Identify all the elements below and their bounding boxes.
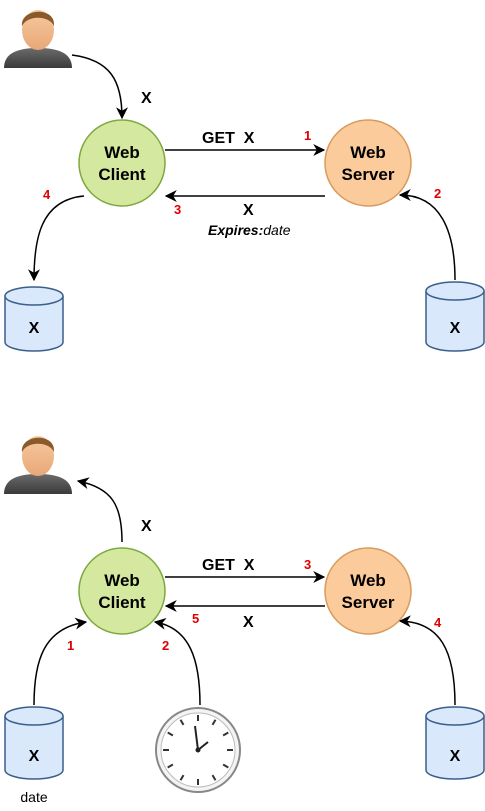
client-to-user-arrow bbox=[76, 477, 123, 543]
web-server-line2: Server bbox=[342, 165, 395, 184]
client-cache-date-caption: date bbox=[20, 789, 47, 805]
web-client-line2: Client bbox=[98, 165, 146, 184]
web-client-line2: Client bbox=[98, 593, 146, 612]
user-icon bbox=[4, 10, 72, 68]
step-5-response: 5 bbox=[192, 611, 199, 626]
step-2-clock-check: 2 bbox=[162, 638, 169, 653]
client-to-cache-arrow bbox=[28, 195, 85, 282]
clock-to-client-arrow bbox=[153, 617, 201, 706]
step-2-server-read: 2 bbox=[434, 186, 441, 201]
diagram-bottom: X Web Client Web Server GET X 3 X 5 1 2 bbox=[4, 436, 485, 805]
web-server-line1: Web bbox=[350, 143, 386, 162]
client-cache-label: X bbox=[29, 320, 40, 337]
server-store-cylinder: X bbox=[425, 706, 485, 780]
web-client-line1: Web bbox=[104, 143, 140, 162]
web-client-node: Web Client bbox=[78, 547, 166, 635]
client-to-user-label: X bbox=[141, 518, 152, 535]
client-cache-cylinder: X bbox=[4, 706, 64, 780]
user-to-client-arrow bbox=[71, 54, 128, 120]
web-server-node: Web Server bbox=[324, 119, 412, 207]
step-4-client-store: 4 bbox=[43, 187, 51, 202]
response-label: X bbox=[243, 202, 254, 219]
web-client-node: Web Client bbox=[78, 119, 166, 207]
server-store-cylinder: X bbox=[425, 281, 485, 352]
step-4-server-read: 4 bbox=[434, 615, 442, 630]
user-icon bbox=[4, 436, 72, 494]
step-1-request: 1 bbox=[304, 128, 311, 143]
store-to-server-arrow bbox=[398, 189, 456, 281]
user-to-client-label: X bbox=[141, 90, 152, 107]
step-3-request: 3 bbox=[304, 557, 311, 572]
store-to-server-arrow bbox=[398, 615, 456, 706]
cache-to-client-arrow bbox=[33, 617, 88, 706]
response-label: X bbox=[243, 614, 254, 631]
clock-icon bbox=[155, 707, 241, 793]
request-label: GET X bbox=[202, 557, 255, 574]
client-cache-cylinder: X bbox=[4, 286, 64, 352]
expires-header: Expires:date bbox=[208, 222, 291, 238]
web-server-node: Web Server bbox=[324, 547, 412, 635]
client-cache-label: X bbox=[29, 748, 40, 765]
server-store-label: X bbox=[450, 748, 461, 765]
step-3-response: 3 bbox=[174, 202, 181, 217]
step-1-cache-read: 1 bbox=[67, 638, 74, 653]
web-client-line1: Web bbox=[104, 571, 140, 590]
web-server-line1: Web bbox=[350, 571, 386, 590]
web-server-line2: Server bbox=[342, 593, 395, 612]
server-store-label: X bbox=[450, 320, 461, 337]
diagram-top: X Web Client Web Server GET X 1 X 3 Expi… bbox=[4, 10, 485, 352]
request-label: GET X bbox=[202, 130, 255, 147]
